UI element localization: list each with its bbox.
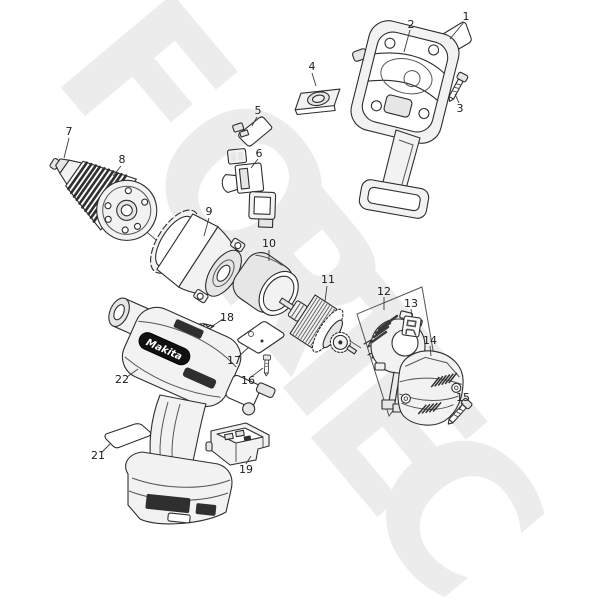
part-9-label: 9 — [206, 205, 213, 218]
part-22-label: 22 — [115, 373, 129, 386]
part-4-label: 4 — [309, 60, 316, 73]
part-5-label-strip-drawing — [232, 116, 273, 147]
part-2-housing-drawing — [350, 20, 460, 219]
part-21-label: 21 — [91, 449, 105, 462]
part-15-screw-drawing — [447, 397, 473, 425]
part-4-slide-button-drawing — [294, 88, 341, 116]
part-13-clip-drawing — [401, 315, 422, 338]
part-7-label: 7 — [66, 125, 73, 138]
part-19-terminal-block-drawing — [205, 422, 270, 466]
part-11-label: 11 — [321, 273, 335, 286]
part-14-endcap-drawing — [397, 350, 464, 426]
part-16-label: 16 — [241, 374, 255, 387]
part-3-screw-drawing — [448, 71, 469, 102]
part-22-drill-body-drawing: Makita — [108, 297, 276, 525]
part-21-label-drawing — [104, 423, 152, 449]
part-15-label: 15 — [456, 391, 470, 404]
part-13-label: 13 — [404, 297, 418, 310]
part-5-label: 5 — [255, 104, 262, 117]
part-8-label: 8 — [119, 153, 126, 166]
part-12-label: 12 — [377, 285, 391, 298]
part-2-label: 2 — [408, 18, 415, 31]
part-6-switch-drawing — [221, 148, 277, 228]
part-1-label: 1 — [463, 10, 470, 23]
part-18-label: 18 — [220, 311, 234, 324]
part-10-label: 10 — [262, 237, 276, 250]
part-11-armature-drawing — [278, 294, 358, 355]
part-14-label: 14 — [423, 334, 437, 347]
leader-lines — [63, 21, 465, 465]
part-19-label: 19 — [239, 463, 253, 476]
part-8-chuck-drawing — [55, 158, 158, 241]
part-6-label: 6 — [256, 147, 263, 160]
part-16-screw-drawing — [262, 354, 271, 377]
part-10-ring-drawing — [232, 252, 299, 316]
part-3-label: 3 — [457, 102, 464, 115]
part-17-plate-drawing — [237, 321, 285, 354]
part-17-label: 17 — [227, 354, 241, 367]
